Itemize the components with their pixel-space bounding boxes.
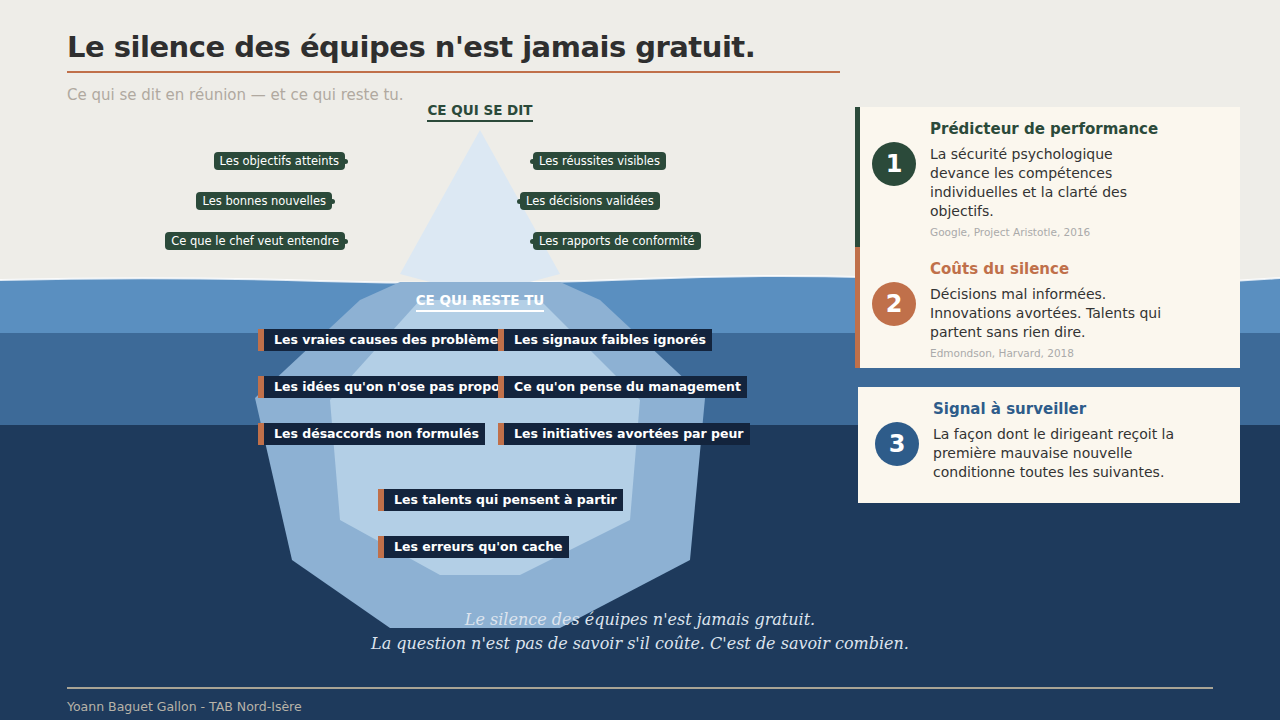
tag-dot: [343, 159, 348, 164]
quote-line: La question n'est pas de savoir s'il coû…: [371, 634, 909, 653]
tag-text: Les vraies causes des problèmes: [274, 332, 506, 347]
silent-tag: Les initiatives avortées par peur: [498, 423, 750, 445]
card-heading: Coûts du silence: [930, 260, 1228, 279]
silent-tag: Les idées qu'on n'ose pas proposer: [258, 376, 528, 398]
title: Le silence des équipes n'est jamais grat…: [67, 30, 755, 64]
subtitle: Ce qui se dit en réunion — et ce qui res…: [67, 86, 404, 104]
footer: Yoann Baguet Gallon - TAB Nord-Isère: [67, 699, 302, 714]
card-body: La façon dont le dirigeant reçoit la pre…: [933, 425, 1178, 482]
tag-text: Les rapports de conformité: [539, 234, 695, 248]
silent-tag: Les erreurs qu'on cache: [378, 536, 569, 558]
spoken-tag: Ce que le chef veut entendre: [165, 232, 345, 250]
tag-text: Les objectifs atteints: [220, 154, 339, 168]
tag-text: Les décisions validées: [526, 194, 654, 208]
silent-tag: Les talents qui pensent à partir: [378, 489, 623, 511]
section-heading: CE QUI SE DIT: [427, 102, 532, 122]
tag-text: Les erreurs qu'on cache: [394, 539, 563, 554]
tag-dot: [343, 239, 348, 244]
tag-text: Les initiatives avortées par peur: [514, 426, 744, 441]
spoken-tag: Les réussites visibles: [533, 152, 666, 170]
info-card: Coûts du silenceDécisions mal informées.…: [855, 247, 1240, 368]
silent-tag: Les signaux faibles ignorés: [498, 329, 712, 351]
callout-number: 3: [875, 422, 919, 466]
tag-dot: [530, 159, 535, 164]
title-rule: [67, 71, 840, 73]
silent-tag: Ce qu'on pense du management: [498, 376, 747, 398]
spoken-tag: Les bonnes nouvelles: [196, 192, 332, 210]
tag-text: Les idées qu'on n'ose pas proposer: [274, 379, 522, 394]
tag-text: Les signaux faibles ignorés: [514, 332, 706, 347]
spoken-tag: Les décisions validées: [520, 192, 660, 210]
tag-dot: [530, 239, 535, 244]
quote-line: Le silence des équipes n'est jamais grat…: [465, 610, 815, 629]
card-heading: Prédicteur de performance: [930, 120, 1228, 139]
card-source: Edmondson, Harvard, 2018: [930, 346, 1228, 360]
callout-text: 2: [886, 290, 903, 318]
card-heading: Signal à surveiller: [933, 400, 1228, 419]
tag-text: Les bonnes nouvelles: [202, 194, 326, 208]
tag-dot: [517, 199, 522, 204]
card-body: La sécurité psychologique devance les co…: [930, 145, 1175, 221]
spoken-tag: Les rapports de conformité: [533, 232, 701, 250]
info-card: Signal à surveiller La façon dont le diri…: [858, 387, 1240, 503]
callout-number: 2: [872, 282, 916, 326]
callout-text: 3: [889, 430, 906, 458]
tag-text: Ce qu'on pense du management: [514, 379, 741, 394]
card-source: Google, Project Aristotle, 2016: [930, 225, 1228, 239]
callout-number: 1: [872, 142, 916, 186]
footer-rule: [67, 687, 1213, 689]
info-card: Prédicteur de performance La sécurité psy…: [855, 107, 1240, 247]
section-heading: CE QUI RESTE TU: [416, 292, 545, 312]
tag-text: Les talents qui pensent à partir: [394, 492, 617, 507]
silent-tag: Les désaccords non formulés: [258, 423, 485, 445]
tag-text: Les désaccords non formulés: [274, 426, 479, 441]
callout-text: 1: [886, 150, 903, 178]
card-body: Décisions mal informées. Innovations avo…: [930, 285, 1175, 342]
spoken-tag: Les objectifs atteints: [214, 152, 345, 170]
tag-text: Ce que le chef veut entendre: [171, 234, 339, 248]
tag-dot: [330, 199, 335, 204]
silent-tag: Les vraies causes des problèmes: [258, 329, 512, 351]
tag-text: Les réussites visibles: [539, 154, 660, 168]
